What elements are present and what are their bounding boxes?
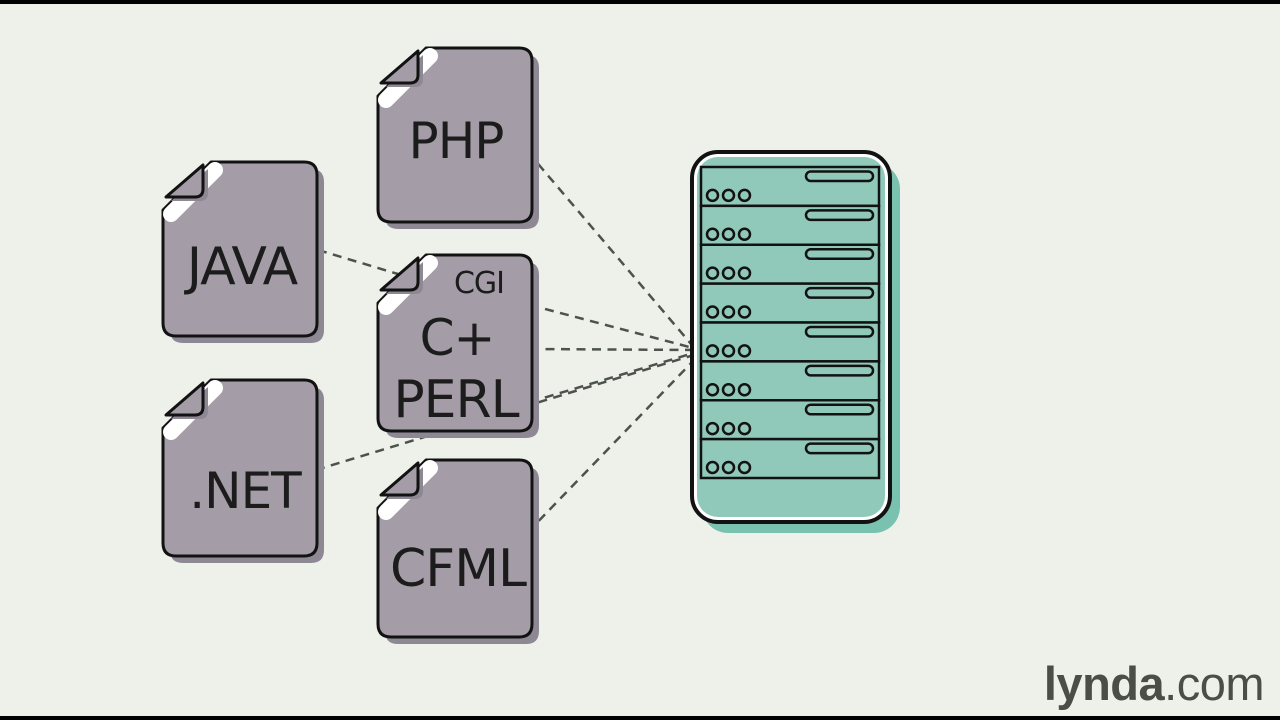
connection-php-server: [527, 151, 698, 352]
lynda-logo-tld: .com: [1164, 657, 1264, 710]
status-light-icon: [721, 344, 736, 358]
status-light-icon: [737, 460, 752, 475]
connection-cgi-server-top: [529, 303, 698, 351]
drive-slot-icon: [804, 170, 875, 183]
letterbox-bar-top: [0, 0, 1280, 4]
doc-page: [161, 378, 319, 558]
status-light-icon: [721, 460, 736, 475]
status-light-icon: [705, 227, 720, 241]
server-slot-4: [699, 282, 881, 324]
doc-label-cgi: CGI: [454, 266, 504, 301]
folded-corner-icon: [164, 381, 205, 417]
doc-label-perl: PERL: [393, 370, 519, 430]
connection-cfml-server: [527, 356, 698, 533]
status-light-icon: [721, 383, 736, 397]
status-light-icon: [721, 227, 736, 241]
status-light-icon: [705, 460, 720, 475]
status-light-icon: [705, 305, 720, 319]
server-slot-1: [699, 165, 881, 208]
drive-slot-icon: [804, 364, 875, 377]
folded-corner-icon: [379, 461, 420, 497]
connection-net-server: [315, 352, 698, 472]
status-light-icon: [737, 188, 752, 203]
status-light-icon: [737, 383, 752, 397]
status-light-icon: [721, 421, 736, 436]
status-light-icon: [705, 266, 720, 280]
doc-java: JAVA: [161, 160, 324, 343]
doc-label-cfml: CFML: [390, 539, 527, 599]
drive-slot-icon: [804, 286, 875, 299]
doc-page: [376, 46, 534, 224]
lynda-logo: lynda.com: [1043, 657, 1265, 710]
doc-label-php: PHP: [409, 112, 504, 170]
folded-corner-icon: [164, 163, 205, 199]
doc-php: PHP: [376, 46, 539, 229]
doc-cgi: CGI C+PERL: [376, 253, 539, 438]
doc-page: [376, 458, 534, 639]
status-light-icon: [705, 383, 720, 397]
drive-slot-icon: [804, 248, 875, 260]
doc-label-c: C+: [420, 309, 495, 367]
connection-cgi-server-mid: [529, 347, 698, 352]
doc-label-java: JAVA: [184, 237, 299, 297]
drive-slot-icon: [804, 442, 875, 455]
status-light-icon: [705, 421, 720, 436]
status-light-icon: [737, 344, 752, 358]
doc-page: [376, 253, 534, 433]
letterbox-bar-bottom: [0, 716, 1280, 720]
server-slot-8: [699, 437, 881, 480]
server-rack: [690, 150, 900, 533]
connections: [315, 151, 698, 533]
status-light-icon: [737, 421, 752, 436]
doc-label-net: .NET: [189, 462, 302, 520]
status-light-icon: [721, 188, 736, 203]
status-light-icon: [737, 266, 752, 280]
status-light-icon: [737, 305, 752, 319]
connection-cgi-server-bottom: [529, 350, 698, 404]
status-light-icon: [705, 344, 720, 358]
lynda-logo-name: lynda: [1043, 657, 1165, 710]
connection-java-cgi: [317, 248, 399, 276]
status-light-icon: [721, 266, 736, 280]
status-light-icon: [721, 305, 736, 319]
folded-corner-icon: [379, 49, 420, 85]
server-slot-5: [699, 321, 881, 363]
doc-net: .NET: [161, 378, 324, 563]
server-slot-6: [699, 360, 881, 402]
doc-cfml: CFML: [376, 458, 539, 644]
status-light-icon: [737, 227, 752, 241]
server-slot-7: [699, 399, 881, 441]
drive-slot-icon: [804, 325, 875, 338]
drive-slot-icon: [804, 209, 875, 222]
folded-corner-icon: [379, 256, 420, 292]
server-slot-2: [699, 204, 881, 246]
status-light-icon: [705, 188, 720, 203]
doc-page: [161, 160, 319, 338]
drive-slot-icon: [804, 403, 875, 416]
server-slot-3: [699, 243, 881, 285]
